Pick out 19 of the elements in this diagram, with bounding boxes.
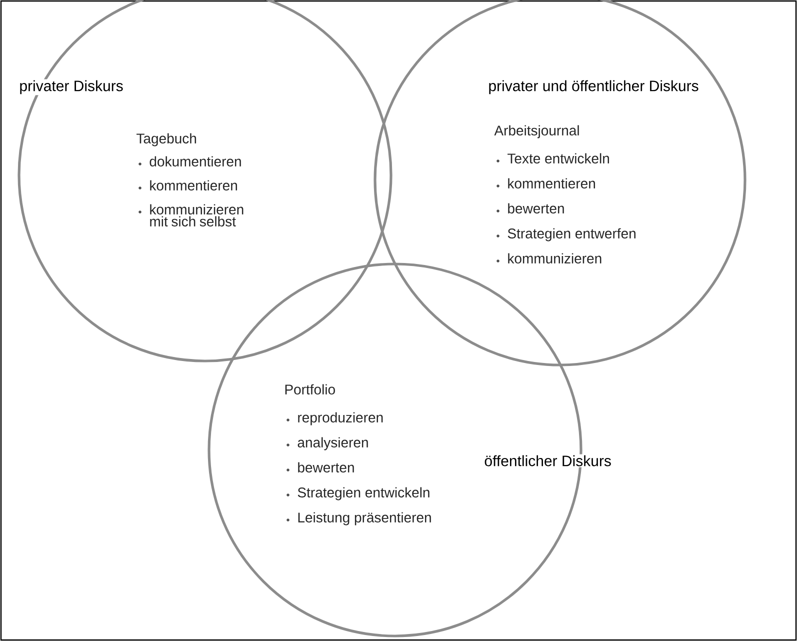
- circle-title: Arbeitsjournal: [494, 125, 579, 138]
- discourse-heading: öffentlicher Diskurs: [483, 454, 612, 468]
- list-item: kommunizieren: [496, 253, 602, 264]
- list-item: kommentieren: [496, 178, 595, 188]
- circle-title: Tagebuch: [136, 133, 196, 146]
- list-item: dokumentieren: [138, 156, 241, 166]
- list-item: Leistung präsentieren: [286, 512, 431, 526]
- circle-title: Portfolio: [285, 384, 335, 394]
- list-item: kommunizieren mit sich selbst: [138, 204, 244, 226]
- list-item: bewerten: [496, 203, 564, 214]
- list-item: bewerten: [286, 462, 354, 472]
- list-item: reproduzieren: [286, 412, 383, 426]
- list-item: Strategien entwickeln: [286, 487, 430, 500]
- list-item: Texte entwickeln: [496, 153, 609, 164]
- list-item: analysieren: [286, 437, 368, 450]
- discourse-heading: privater und öffentlicher Diskurs: [487, 79, 700, 96]
- discourse-heading: privater Diskurs: [18, 79, 124, 96]
- list-item: Strategien entwerfen: [496, 228, 636, 242]
- list-item: kommentieren: [138, 180, 237, 190]
